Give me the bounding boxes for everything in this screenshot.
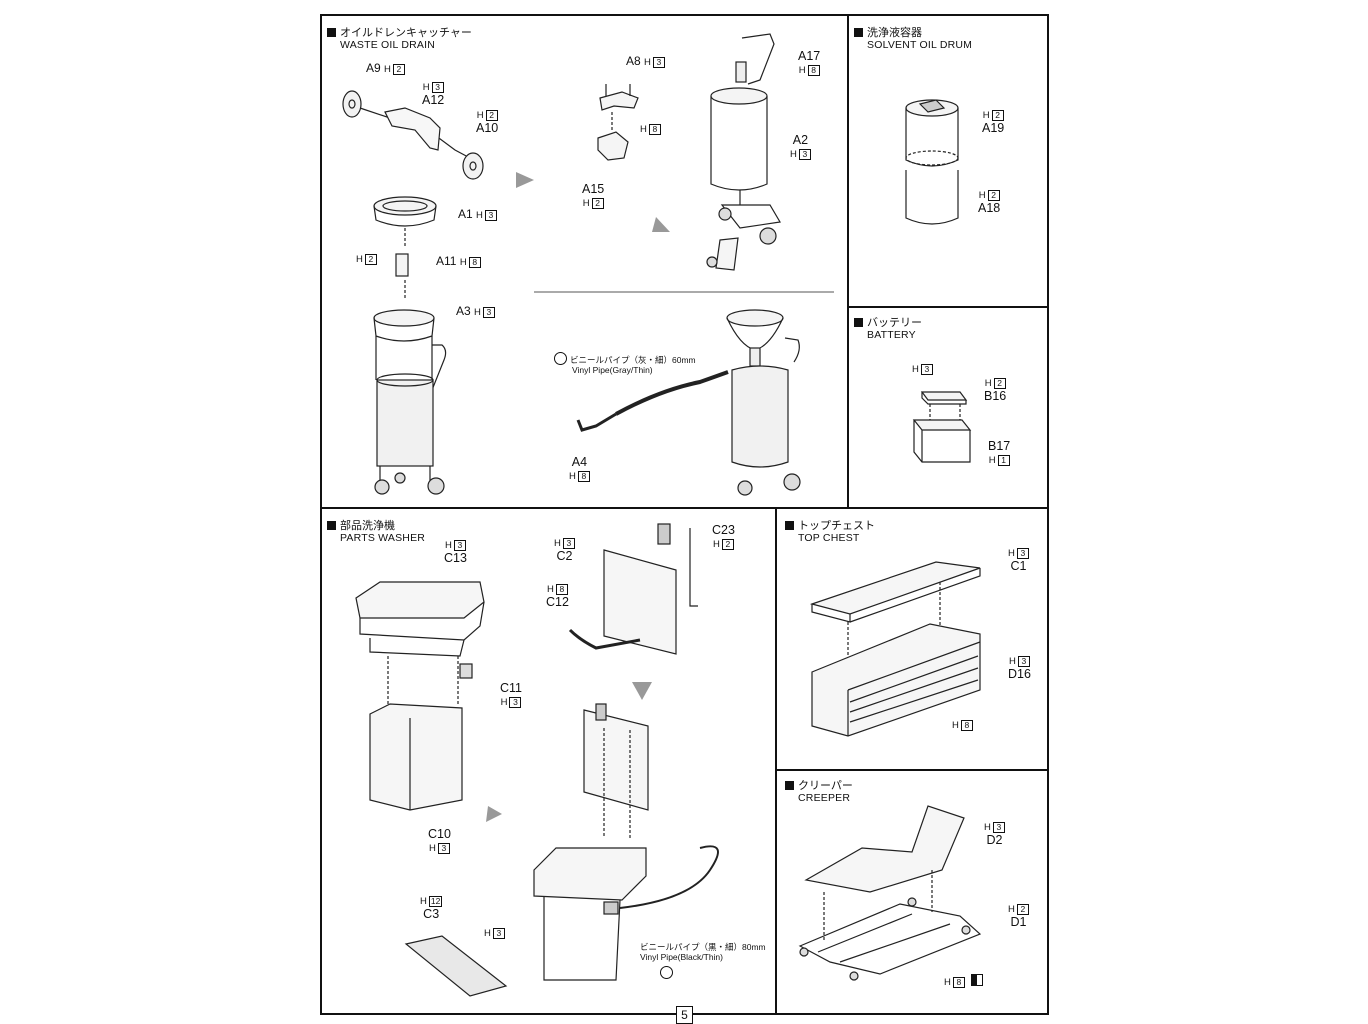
battery-drawing <box>912 391 972 463</box>
axle-assembly-drawing <box>342 90 484 180</box>
page-number: 5 <box>676 1006 693 1024</box>
checker-icon <box>971 974 984 986</box>
section-title-top-chest: トップチェスト TOP CHEST <box>785 520 875 544</box>
panel-creeper <box>775 769 1049 1015</box>
section-title-solvent-oil-drum: 洗浄液容器 SOLVENT OIL DRUM <box>854 27 972 51</box>
section-title-parts-washer: 部品洗浄機 PARTS WASHER <box>327 520 425 544</box>
section-marker-icon <box>785 781 794 790</box>
creeper-drawing <box>798 805 982 981</box>
section-title-battery: バッテリー BATTERY <box>854 317 922 341</box>
pipe-symbol-icon <box>660 966 673 979</box>
vinyl-pipe-gray-note: ビニールパイプ（灰・細）60mm Vinyl Pipe(Gray/Thin) <box>554 352 696 375</box>
section-title-waste-oil-drain: オイルドレンキャッチャー WASTE OIL DRAIN <box>327 27 472 51</box>
section-marker-icon <box>854 28 863 37</box>
drain-bowl-drawing <box>373 196 437 300</box>
drain-cart-drawing <box>706 33 781 271</box>
assembled-drain-drawing <box>576 309 801 496</box>
section-marker-icon <box>327 521 336 530</box>
pipe-symbol-icon <box>554 352 567 365</box>
drain-tank-drawing <box>373 309 447 495</box>
vinyl-pipe-black-note: ビニールパイプ（黒・細）80mm Vinyl Pipe(Black/Thin) <box>640 942 766 981</box>
top-chest-drawing <box>809 561 981 737</box>
section-marker-icon <box>854 318 863 327</box>
section-marker-icon <box>785 521 794 530</box>
section-title-creeper: クリーパー CREEPER <box>785 780 853 804</box>
section-marker-icon <box>327 28 336 37</box>
bracket-drawing <box>597 84 639 161</box>
parts-washer-drawing <box>355 523 719 997</box>
solvent-drum-drawing <box>905 99 959 225</box>
